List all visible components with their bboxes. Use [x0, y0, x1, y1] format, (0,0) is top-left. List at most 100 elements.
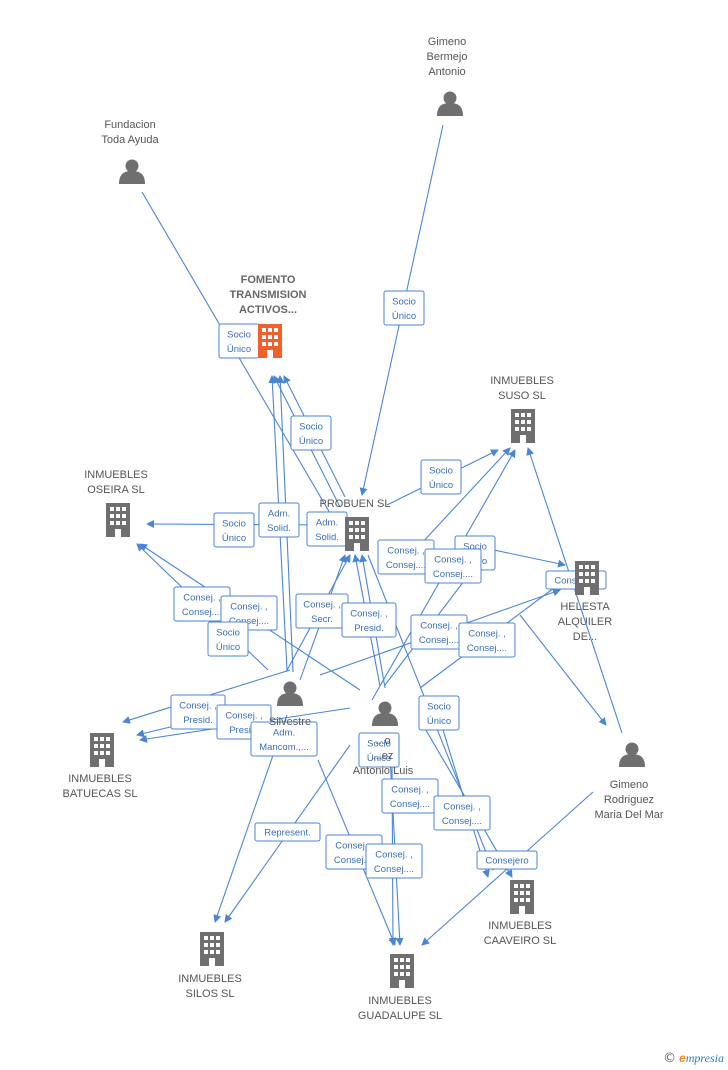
edge-label-text: Socio: [463, 541, 487, 552]
person-icon: [277, 681, 303, 706]
edge-label-border: [365, 843, 423, 879]
building-icon: [200, 932, 224, 966]
edge-label-text: Adm.: [316, 517, 338, 528]
edge-label-box: Consej. ,Consej....: [433, 795, 491, 831]
node-label: HELESTA: [560, 601, 610, 613]
building-icon: [90, 733, 114, 767]
node-fomento[interactable]: FOMENTO TRANSMISION ACTIVOS...: [230, 274, 307, 358]
node-label: Antonio Luis: [353, 765, 414, 777]
edge-label-box: Consej. ,Presid.: [170, 694, 226, 730]
footer-brand: ©empresia: [663, 1051, 724, 1066]
edge-label-text: Secr.: [311, 614, 333, 625]
node-label: SILOS SL: [186, 988, 235, 1000]
edge-label-text: Socio: [392, 296, 416, 307]
edge-label-text: Consej. ,: [420, 620, 458, 631]
edge-label-border: [420, 459, 462, 495]
edge-label-text: Consej. ,: [303, 599, 341, 610]
building-icon: [345, 517, 369, 551]
edge-label-border: [290, 415, 332, 451]
edge-label-text: Adm.: [268, 508, 290, 519]
node-label: SUSO SL: [498, 390, 546, 402]
edge-label-text: Consej. ,: [230, 601, 268, 612]
edge-label-text: Único: [367, 753, 391, 764]
edge-label-text: Único: [392, 311, 416, 322]
node-label: FOMENTO: [241, 274, 296, 286]
edge-label-box: Consej. , Consej....: [365, 843, 423, 879]
node-label: INMUEBLES: [178, 973, 242, 985]
node-label: INMUEBLES: [490, 375, 554, 387]
edge-label-text: Adm.: [273, 727, 295, 738]
edge-label-text: Socio: [367, 738, 391, 749]
edge-label-text: Consej....: [182, 607, 222, 618]
edge-label-border: [250, 721, 318, 757]
edge-label-text: Solid.: [267, 523, 291, 534]
edge-label-text: Presid.: [183, 715, 213, 726]
edge-label-box: Consej. , Secr.: [295, 593, 349, 629]
edge-label-text: Único: [299, 436, 323, 447]
edge-label-text: Consej. ,: [183, 592, 221, 603]
edge-label-box: Adm. Solid.: [258, 502, 300, 538]
node-label: Bermejo: [427, 51, 468, 63]
node-label: DE...: [573, 631, 597, 643]
node-label: INMUEBLES: [68, 773, 132, 785]
edge-label-text: Socio: [299, 421, 323, 432]
edge-label-text: Consej....: [419, 635, 459, 646]
node-label: TRANSMISION: [230, 289, 307, 301]
edge-label-box: Consej. , Consej....: [173, 586, 231, 622]
node-label: Silvestre: [269, 716, 311, 728]
edge-label-text: Consej. ,: [350, 608, 388, 619]
building-icon: [390, 954, 414, 988]
node-label: Rodriguez: [604, 794, 654, 806]
edge-label-border: [418, 695, 460, 731]
edge-label-text: Consej. ,: [375, 849, 413, 860]
edge-label-border: [213, 512, 255, 548]
brand-name: mpresia: [685, 1051, 724, 1065]
edge-label-text: Consej....: [386, 560, 426, 571]
node-probuen[interactable]: PROBUEN SL: [320, 498, 391, 551]
node-label: ACTIVOS...: [239, 304, 297, 316]
node-suso[interactable]: INMUEBLES SUSO SL: [490, 375, 554, 443]
edge-label-text: Consej....: [442, 816, 482, 827]
edge-label-text: Socio: [227, 329, 251, 340]
edge-line: [519, 614, 607, 726]
edge-label-text: Consej....: [467, 643, 507, 654]
node-label: INMUEBLES: [84, 469, 148, 481]
person-icon: [372, 701, 398, 726]
edge-label-border: [358, 732, 400, 768]
edge-label-text: Consej. ,: [468, 628, 506, 639]
building-icon: [575, 561, 599, 595]
edge-label-text: Socio: [216, 627, 240, 638]
node-silos[interactable]: INMUEBLES SILOS SL: [178, 932, 242, 1000]
edge-label-text: Socio: [222, 518, 246, 529]
node-helesta[interactable]: HELESTAALQUILERDE...: [558, 561, 612, 643]
edge-labels: SocioÚnicoSocioÚnicoSocioÚnicoSocioÚnico…: [170, 290, 607, 879]
edge-label-text: Consej....: [433, 569, 473, 580]
edge-label-text: Solid.: [315, 532, 339, 543]
edge-label-border: [424, 548, 482, 584]
edge-label-text: Socio: [429, 465, 453, 476]
edge-label-border: [258, 502, 300, 538]
node-label: OSEIRA SL: [87, 484, 144, 496]
edge-label-text: Consej....: [390, 799, 430, 810]
person-icon: [119, 159, 145, 184]
node-label: INMUEBLES: [368, 995, 432, 1007]
edge-label-text: Único: [216, 642, 240, 653]
edge-label-text: Consej....: [374, 864, 414, 875]
node-silvestre[interactable]: Silvestre: [269, 681, 311, 729]
edge-label-text: Socio: [427, 701, 451, 712]
node-oseira[interactable]: INMUEBLES OSEIRA SL: [84, 469, 148, 537]
